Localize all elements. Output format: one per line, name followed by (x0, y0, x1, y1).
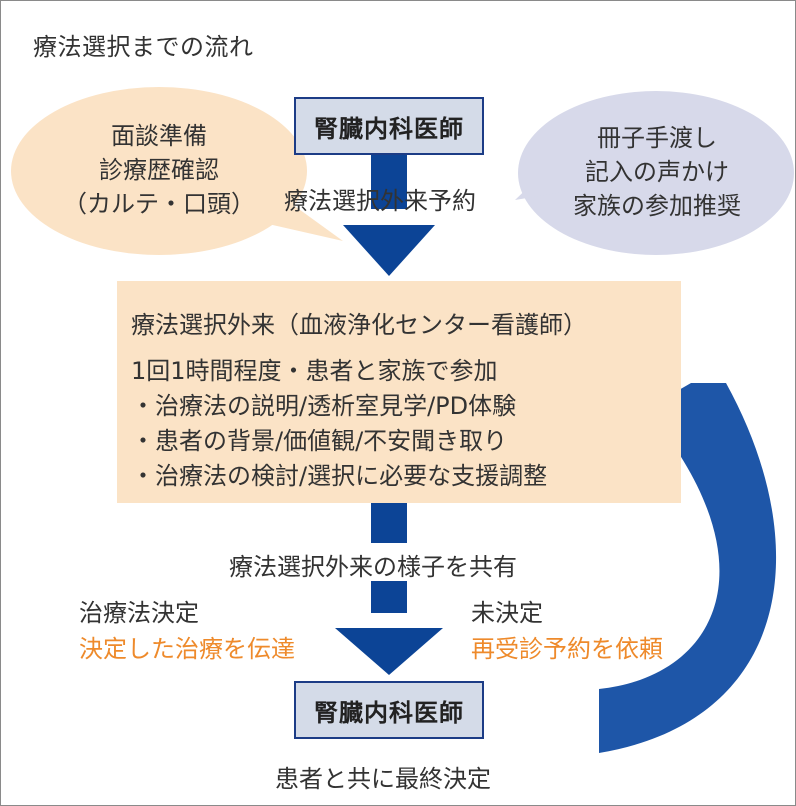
clinic-box-line: ・治療法の検討/選択に必要な支援調整 (131, 462, 548, 490)
clinic-box-title: 療法選択外来（血液浄化センター看護師） (131, 311, 587, 339)
final-decision-label: 患者と共に最終決定 (275, 765, 491, 793)
bottom-doctor-box: 腎臓内科医師 (294, 681, 484, 739)
right-speech-bubble (515, 91, 794, 255)
left-bubble-line: 診療歴確認 (99, 156, 219, 184)
left-speech-bubble (11, 87, 343, 255)
left-bubble-text: 面談準備 診療歴確認 （カルテ・口頭） (31, 119, 287, 221)
step2-label: 療法選択外来の様子を共有 (229, 553, 517, 581)
connector-middle (371, 503, 407, 543)
right-bubble-line: 家族の参加推奨 (573, 192, 741, 220)
undecided-label: 未決定 (471, 599, 543, 627)
top-doctor-box: 腎臓内科医師 (294, 97, 484, 155)
step1-label: 療法選択外来予約 (284, 187, 476, 215)
top-doctor-label: 腎臓内科医師 (314, 114, 464, 143)
return-curve-arrow (599, 383, 777, 753)
decided-label: 治療法決定 (79, 599, 199, 627)
clinic-box: 療法選択外来（血液浄化センター看護師） 1回1時間程度・患者と家族で参加 ・治療… (117, 281, 681, 503)
undecided-action: 再受診予約を依頼 (471, 635, 663, 663)
clinic-box-line: ・患者の背景/価値観/不安聞き取り (131, 427, 508, 455)
decided-action: 決定した治療を伝達 (79, 635, 295, 663)
down-arrow-1 (343, 225, 435, 276)
clinic-box-line: ・治療法の説明/透析室見学/PD体験 (131, 392, 517, 420)
connector-top (371, 155, 407, 209)
clinic-box-line: 1回1時間程度・患者と家族で参加 (131, 357, 498, 385)
diagram-title: 療法選択までの流れ (33, 33, 254, 61)
right-bubble-text: 冊子手渡し 記入の声かけ 家族の参加推奨 (529, 121, 785, 223)
down-arrow-2 (335, 628, 443, 675)
right-bubble-line: 記入の声かけ (585, 158, 729, 186)
right-bubble-line: 冊子手渡し (597, 124, 717, 152)
left-bubble-line: 面談準備 (111, 122, 207, 150)
left-bubble-line: （カルテ・口頭） (63, 190, 255, 218)
connector-lower (371, 581, 407, 613)
bottom-doctor-label: 腎臓内科医師 (314, 698, 464, 727)
